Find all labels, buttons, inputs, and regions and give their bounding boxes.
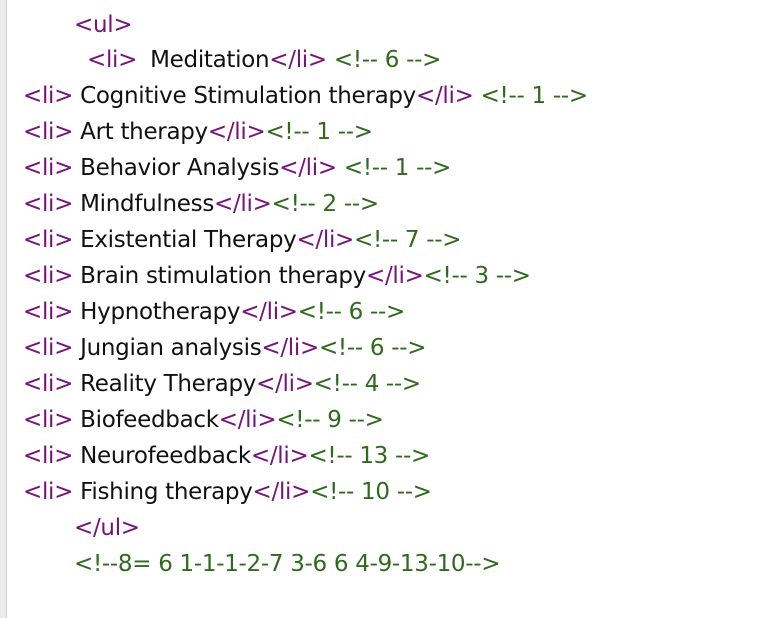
item-comment: <!-- 1 --> [343,155,452,181]
item-comment: <!-- 6 --> [297,299,406,325]
li-open-tag: <li> [23,371,74,397]
code-line-item-7: <li> Brain stimulation therapy</li><!-- … [23,261,531,291]
li-close-tag: </li> [256,371,314,397]
li-open-tag: <li> [23,227,74,253]
li-close-tag: </li> [296,227,355,253]
li-close-tag: </li> [218,407,277,433]
item-comment: <!-- 6 --> [318,335,427,361]
li-open-tag: <li> [23,191,74,217]
item-comment: <!-- 7 --> [354,227,462,253]
item-comment: <!-- 4 --> [313,371,422,397]
li-close-tag: </li> [279,155,337,181]
code-line-item-2: <li> Cognitive Stimulation therapy</li> … [23,81,588,111]
code-line-item-12: <li> Neurofeedback</li><!-- 13 --> [23,441,430,471]
li-open-tag: <li> [23,479,74,505]
item-comment: <!-- 1 --> [265,119,373,145]
code-line-item-5: <li> Mindfulness</li><!-- 2 --> [23,189,379,219]
code-line-ul-close: </ul> [74,513,140,543]
code-line-ul-open: <ul> [74,10,133,40]
li-close-tag: </li> [207,119,266,145]
item-text: Jungian analysis [80,335,262,361]
comment-gap [337,155,344,181]
li-close-tag: </li> [240,299,298,325]
item-text: Mindfulness [80,191,215,217]
code-line-item-4: <li> Behavior Analysis</li> <!-- 1 --> [23,153,451,183]
li-close-tag: </li> [415,83,474,109]
li-open-tag: <li> [23,155,74,181]
li-open-tag: <li> [23,119,74,145]
editor-left-gutter [0,0,7,618]
li-close-tag: </li> [261,335,319,361]
ul-open-tag: <ul> [74,12,133,38]
code-line-item-6: <li> Existential Therapy</li><!-- 7 --> [23,225,462,255]
li-close-tag: </li> [365,263,424,289]
item-text: Biofeedback [80,407,219,433]
li-close-tag: </li> [214,191,272,217]
li-open-tag: <li> [23,263,74,289]
item-text: Hypnotherapy [80,299,241,325]
code-line-item-3: <li> Art therapy</li><!-- 1 --> [23,117,373,147]
li-open-tag: <li> [23,335,74,361]
li-close-tag: </li> [250,443,309,469]
item-comment: <!-- 6 --> [333,47,442,73]
code-line-summary-comment: <!--8= 6 1-1-1-2-7 3-6 6 4-9-13-10--> [74,549,501,579]
item-text: Fishing therapy [80,479,253,505]
item-text: Meditation [150,47,270,73]
item-comment: <!-- 9 --> [276,407,384,433]
item-text: Brain stimulation therapy [80,263,366,289]
item-text: Neurofeedback [80,443,251,469]
code-line-item-10: <li> Reality Therapy</li><!-- 4 --> [23,369,421,399]
li-close-tag: </li> [252,479,311,505]
summary-comment: <!--8= 6 1-1-1-2-7 3-6 6 4-9-13-10--> [74,551,501,577]
comment-gap [474,83,481,109]
li-open-tag: <li> [23,443,74,469]
comment-gap [327,47,334,73]
item-gap [137,47,144,73]
code-line-item-13: <li> Fishing therapy</li><!-- 10 --> [23,477,432,507]
code-line-item-1: <li> Meditation</li> <!-- 6 --> [87,45,441,75]
item-text: Cognitive Stimulation therapy [80,83,416,109]
item-comment: <!-- 10 --> [310,479,432,505]
item-text: Existential Therapy [80,227,297,253]
item-text: Reality Therapy [80,371,257,397]
item-text: Art therapy [80,119,208,145]
li-open-tag: <li> [87,47,138,73]
item-comment: <!-- 3 --> [423,263,532,289]
ul-close-tag: </ul> [74,515,140,541]
item-comment: <!-- 1 --> [480,83,589,109]
item-comment: <!-- 13 --> [308,443,430,469]
li-open-tag: <li> [23,83,74,109]
code-line-item-8: <li> Hypnotherapy</li><!-- 6 --> [23,297,405,327]
item-text: Behavior Analysis [80,155,280,181]
code-line-item-9: <li> Jungian analysis</li><!-- 6 --> [23,333,426,363]
code-line-item-11: <li> Biofeedback</li><!-- 9 --> [23,405,384,435]
li-open-tag: <li> [23,407,74,433]
li-open-tag: <li> [23,299,74,325]
li-close-tag: </li> [269,47,327,73]
item-comment: <!-- 2 --> [271,191,380,217]
